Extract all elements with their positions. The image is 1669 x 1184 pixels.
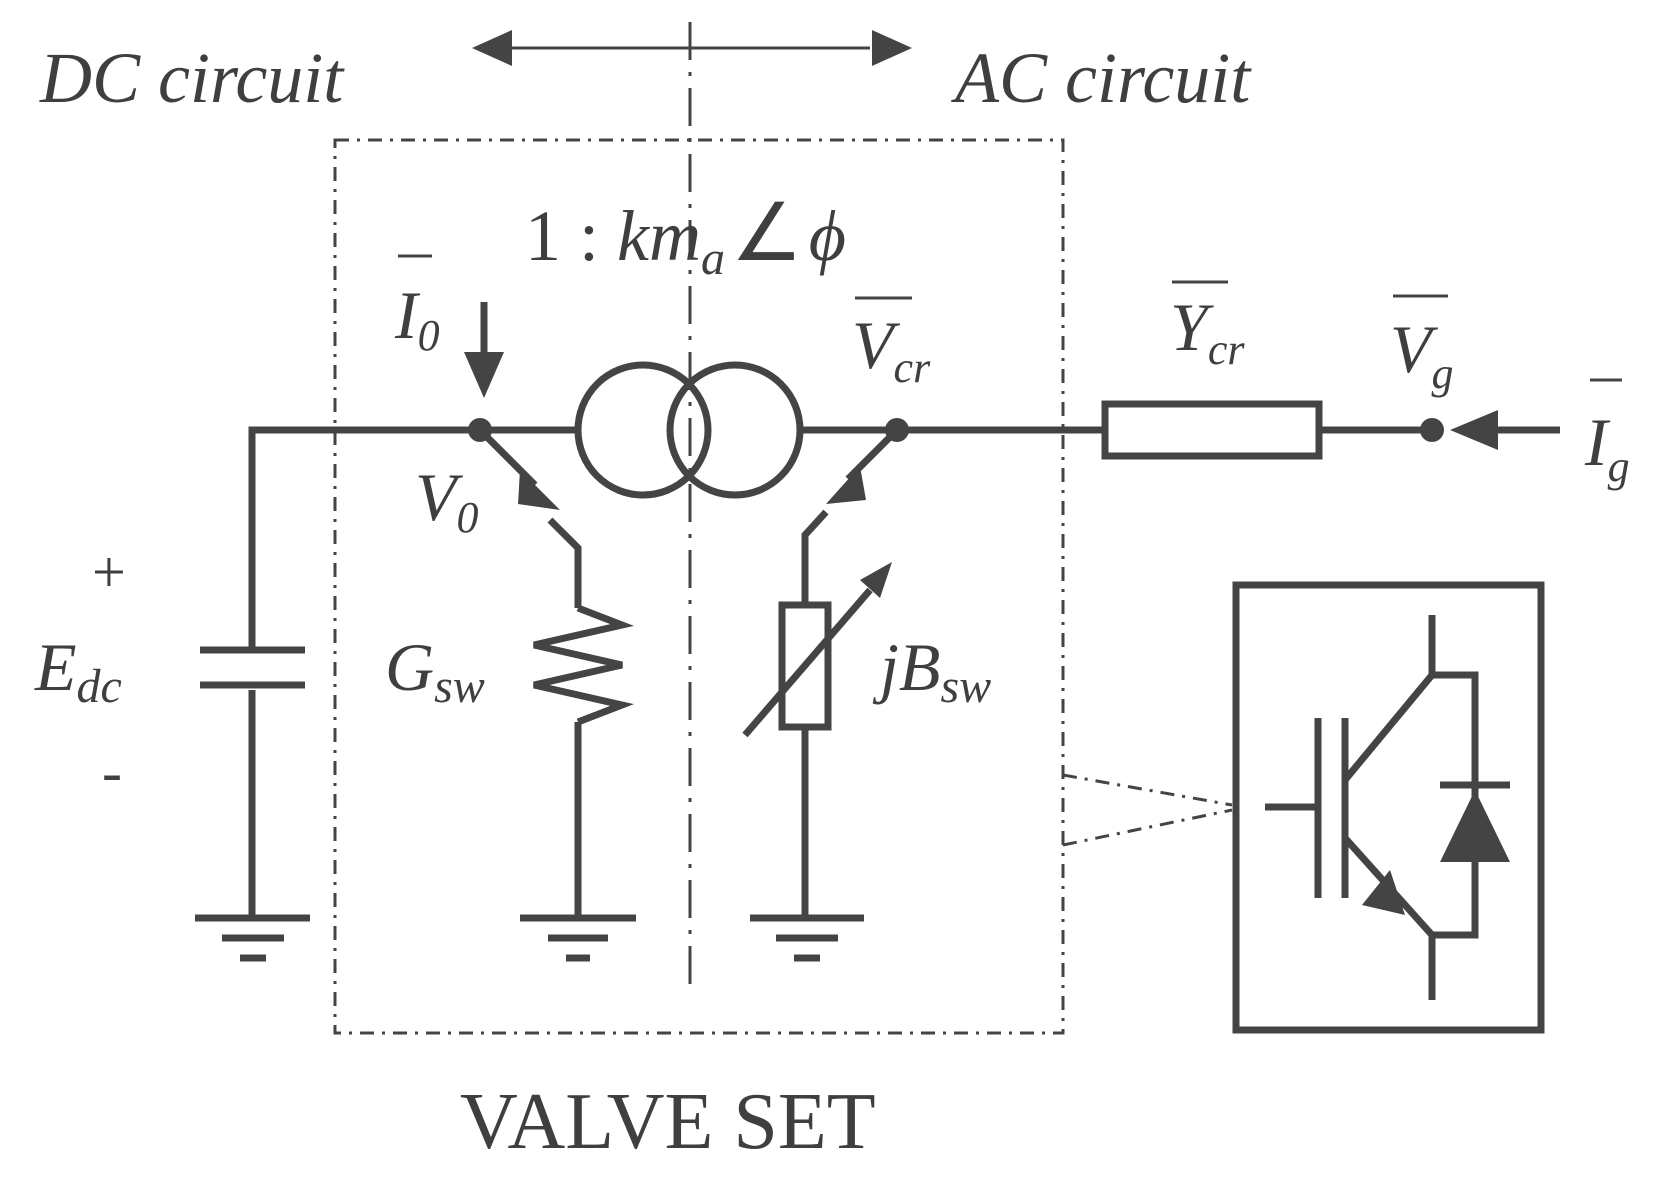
ratio-angle: ∠: [731, 190, 803, 278]
i0-arrow-icon: [464, 302, 504, 398]
valve-set-label: VALVE SET: [460, 1078, 876, 1166]
vg-label: Vg: [1390, 311, 1454, 398]
ig-label: Ig: [1584, 404, 1630, 491]
igbt-inset-box: [1232, 581, 1545, 1034]
ycr-main: Y: [1170, 289, 1214, 365]
jbsw-label: jBsw: [872, 629, 991, 713]
ycr-label: Ycr: [1170, 289, 1245, 374]
vg-main: V: [1390, 311, 1439, 387]
gsw-label: Gsw: [385, 629, 485, 713]
jbsw-main: jB: [872, 629, 940, 705]
edc-main: E: [34, 629, 77, 705]
edc-label: Edc: [34, 629, 122, 713]
ratio-sub: a: [701, 232, 725, 285]
valve-set-box: [333, 138, 1065, 1035]
dc-ac-double-arrow: [472, 30, 912, 66]
ratio-k: km: [617, 196, 701, 276]
gsw-sub: sw: [434, 660, 485, 713]
ig-arrow-icon: [1450, 410, 1560, 450]
diode-icon: [1440, 781, 1510, 862]
gsw-main: G: [385, 629, 434, 705]
jbsw-branch-wire: [801, 427, 900, 605]
ycr-sub: cr: [1208, 325, 1246, 374]
ratio-prefix: 1 :: [525, 196, 617, 276]
ycr-admittance-icon: [1101, 400, 1323, 460]
ig-main: I: [1584, 404, 1611, 480]
vcr-main: V: [852, 307, 901, 383]
zoom-connector: [1062, 773, 1233, 847]
v0-main: V: [415, 459, 464, 535]
dc-circuit-label: DC circuit: [39, 38, 345, 118]
capacitor-icon: [200, 646, 305, 689]
i0-sub: 0: [418, 311, 440, 360]
v0-label: V0: [415, 459, 479, 542]
gsw-branch-wire: [477, 427, 582, 608]
ig-sub: g: [1608, 442, 1630, 491]
vcr-sub: cr: [894, 343, 932, 392]
ground-icon-jbsw: [750, 914, 864, 962]
ac-circuit-label: AC circuit: [951, 38, 1252, 118]
ground-icon-gsw: [520, 914, 636, 962]
ground-icon-left: [195, 914, 310, 962]
plus-sign: +: [92, 539, 126, 605]
i0-main: I: [394, 277, 421, 353]
v0-sub: 0: [457, 493, 479, 542]
gsw-resistor-icon: [533, 604, 634, 726]
igbt-icon: [1265, 615, 1479, 1000]
minus-sign: -: [102, 739, 122, 805]
transformer-ratio-label: 1 : kma∠ϕ: [525, 190, 846, 285]
variable-arrow-icon: [742, 562, 892, 738]
vcr-label: Vcr: [852, 307, 931, 392]
node-vg: [1420, 418, 1444, 442]
jbsw-sub: sw: [940, 660, 991, 713]
i0-label: I0: [394, 277, 440, 360]
vg-sub: g: [1432, 349, 1454, 398]
edc-sub: dc: [77, 660, 122, 713]
ratio-phi: ϕ: [809, 196, 846, 276]
